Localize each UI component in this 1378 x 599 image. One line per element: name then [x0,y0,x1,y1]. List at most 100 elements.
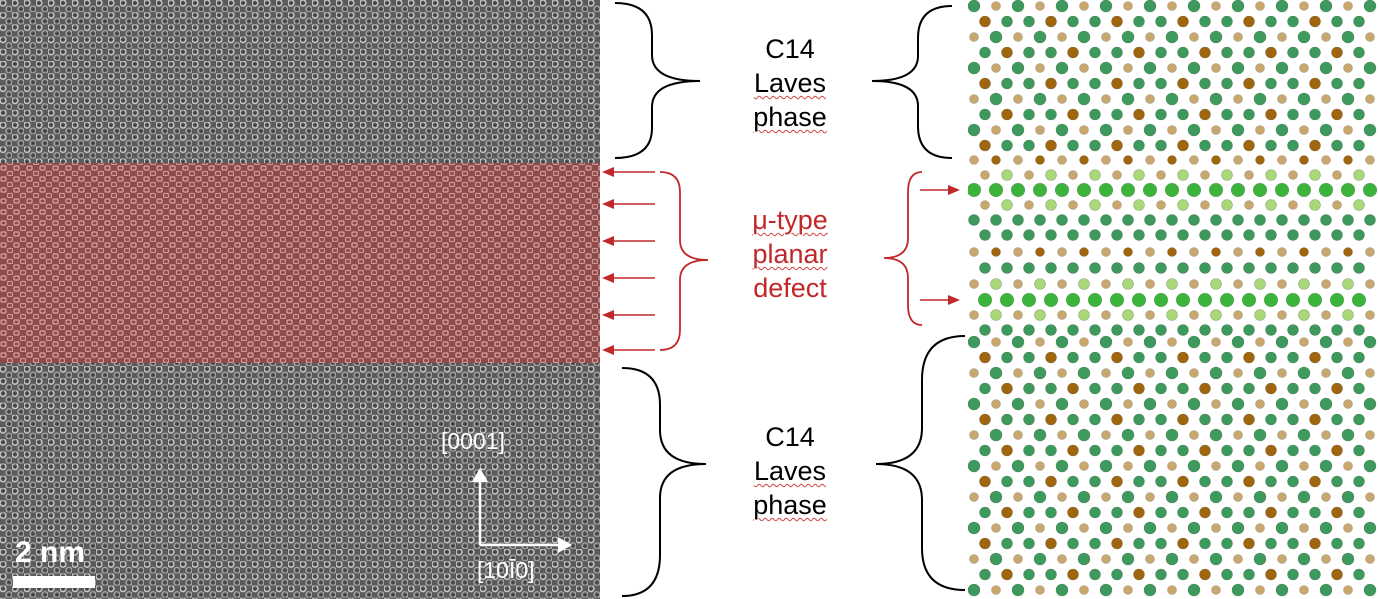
atom [1057,430,1067,440]
atom [1187,0,1201,13]
atom [1099,521,1113,535]
atom [1001,108,1013,121]
atom [1221,537,1233,550]
atom [1177,537,1189,550]
atom [1145,94,1155,104]
atom [969,32,979,42]
atom [1089,413,1101,426]
atom [969,430,979,440]
atom [1275,123,1289,137]
atom [1100,214,1112,226]
atom [1319,335,1333,349]
label-top-phase-line1: C14 [765,34,815,64]
atom [1365,94,1375,104]
atom [1177,324,1189,336]
atom [1001,229,1013,241]
atom [1288,200,1298,210]
atom [1045,382,1057,395]
atom [1035,63,1045,73]
atom [1332,200,1342,210]
atom [1277,368,1287,378]
atom [1189,430,1199,440]
atom [1011,583,1025,597]
atom [1067,506,1079,519]
atom [1287,413,1299,426]
atom [1057,554,1067,564]
atom [1013,32,1023,42]
tem-micrograph [0,0,600,599]
atom [1045,77,1057,90]
atom [1177,139,1189,152]
atom [1309,475,1321,488]
atom [1067,444,1079,457]
atom [1111,15,1123,28]
atom [1131,292,1147,308]
atom [1145,310,1155,320]
atom [1209,92,1223,106]
atom [1001,413,1013,426]
atom [1023,46,1035,59]
atom [1199,382,1211,395]
atom [1231,0,1245,13]
atom [1155,229,1167,241]
atom [1321,247,1331,257]
atom [1011,521,1025,535]
atom [1013,554,1023,564]
atom [1013,247,1023,257]
atom [1243,108,1255,121]
atom [1265,324,1277,336]
atom [1057,310,1067,320]
atom [1353,537,1365,550]
brace-defect-left [659,171,709,351]
atom [969,554,979,564]
atom [1001,15,1013,28]
atom [1123,337,1133,347]
atom [1177,506,1189,519]
atom [1057,94,1067,104]
atom [1024,200,1034,210]
atom [1035,125,1045,135]
atom [1353,568,1365,581]
atom [1253,366,1267,380]
atom [1297,552,1311,566]
atom [1275,397,1289,411]
atom [1089,475,1101,488]
atom [1243,413,1255,426]
atom [1275,583,1289,597]
atom [1342,214,1354,226]
atom [1023,77,1035,90]
atom [991,337,1001,347]
atom [989,366,1003,380]
atom [1297,428,1311,442]
atom [1287,444,1299,457]
atom [1297,366,1311,380]
atom [1265,351,1277,364]
atom [1331,351,1343,364]
atom [1341,366,1355,380]
atom [1318,182,1334,198]
atom [1121,428,1135,442]
atom [1143,0,1157,13]
atom [1111,444,1123,457]
atom [1089,46,1101,59]
atom [1167,585,1177,595]
atom [1309,506,1321,519]
atom [1341,428,1355,442]
atom [1254,214,1266,226]
scale-bar [13,576,95,588]
atom [1167,247,1177,257]
atom [1111,537,1123,550]
atom [989,92,1003,106]
atom [1209,490,1223,504]
atom [1298,214,1310,226]
atom [1056,214,1068,226]
atom [1033,490,1047,504]
atom [1309,351,1321,364]
atom [1275,61,1289,75]
atom [1233,32,1243,42]
atom [1331,229,1343,241]
atom [1164,182,1180,198]
atom [1210,278,1222,290]
atom [1299,155,1309,165]
atom [1177,108,1189,121]
